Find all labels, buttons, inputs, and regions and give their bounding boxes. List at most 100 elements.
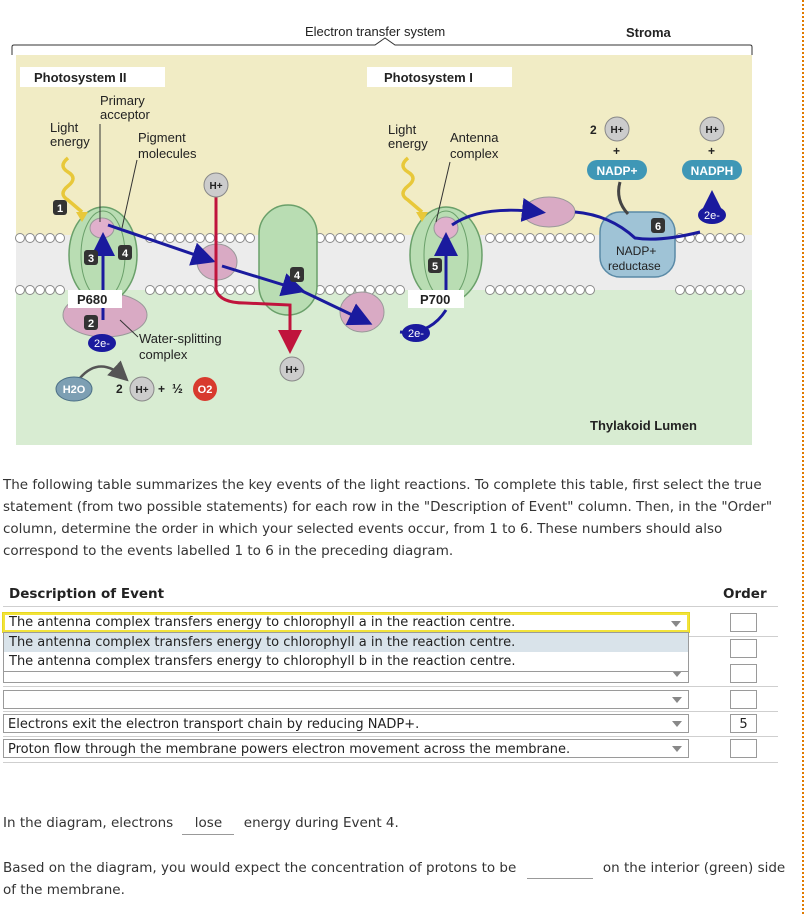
- dropdown-option[interactable]: The antenna complex transfers energy to …: [9, 654, 516, 669]
- chevron-down-icon[interactable]: [671, 621, 681, 627]
- phospholipid-head: [485, 233, 495, 243]
- water-splitting-label-2: complex: [139, 347, 188, 362]
- row-divider: [3, 711, 778, 712]
- photosystem-ii-label: Photosystem II: [34, 70, 126, 85]
- event-select-row-6[interactable]: Proton flow through the membrane powers …: [3, 739, 689, 758]
- phospholipid-head: [175, 285, 185, 295]
- question-text: energy during Event 4.: [243, 815, 399, 831]
- instructions-paragraph: The following table summarizes the key e…: [3, 477, 773, 559]
- phospholipid-head: [575, 233, 585, 243]
- h-plus-lumen: H+: [285, 365, 298, 376]
- phospholipid-head: [335, 233, 345, 243]
- electron-energy-answer[interactable]: lose: [182, 812, 235, 835]
- phospholipid-head: [355, 233, 365, 243]
- antenna-complex-label-1: Antenna: [450, 130, 499, 145]
- phospholipid-head: [515, 285, 525, 295]
- phospholipid-head: [495, 285, 505, 295]
- chevron-down-icon[interactable]: [672, 697, 682, 703]
- phospholipid-head: [245, 285, 255, 295]
- phospholipid-head: [525, 285, 535, 295]
- electron-path-to-fd: [451, 197, 546, 227]
- light-energy-label-right-1: Light: [388, 122, 417, 137]
- nadp-reductase-label-line2: reductase: [608, 259, 661, 273]
- event-select-row-4[interactable]: [3, 690, 689, 709]
- order-input-row-2[interactable]: [730, 639, 757, 658]
- h-plus-water: H+: [135, 385, 148, 396]
- phospholipid-head: [585, 233, 595, 243]
- electron-transfer-label: Electron transfer system: [305, 24, 445, 39]
- phospholipid-head: [235, 233, 245, 243]
- phospholipid-head: [375, 285, 385, 295]
- stroma-label: Stroma: [626, 25, 672, 40]
- phospholipid-head: [555, 233, 565, 243]
- phospholipid-head: [25, 285, 35, 295]
- phospholipid-head: [565, 233, 575, 243]
- lumen-label: Thylakoid Lumen: [590, 418, 697, 433]
- order-input-row-5[interactable]: 5: [730, 714, 757, 733]
- proton-flow-path: [214, 196, 302, 354]
- phospholipid-head: [345, 285, 355, 295]
- electron-transfer-bracket: [11, 37, 753, 55]
- two-h-water-coefficient: 2: [116, 382, 123, 396]
- order-input-row-1[interactable]: [730, 613, 757, 632]
- phospholipid-head: [225, 285, 235, 295]
- event-select-value: Proton flow through the membrane powers …: [8, 742, 571, 757]
- event-number-4b: 4: [294, 270, 301, 282]
- phospholipid-head: [735, 233, 745, 243]
- phospholipid-head: [185, 285, 195, 295]
- event-select-row-5[interactable]: Electrons exit the electron transport ch…: [3, 714, 689, 733]
- p700-label: P700: [420, 292, 450, 307]
- phospholipid-head: [155, 285, 165, 295]
- order-input-row-4[interactable]: [730, 690, 757, 709]
- chevron-down-icon[interactable]: [672, 721, 682, 727]
- description-column-header: Description of Event: [9, 586, 165, 602]
- phospholipid-head: [55, 233, 65, 243]
- two-electron-ps1: 2e-: [408, 328, 424, 340]
- light-energy-label-left-1: Light: [50, 120, 79, 135]
- question-electron-energy: In the diagram, electrons lose energy du…: [3, 812, 399, 835]
- half-coefficient: ½: [172, 381, 183, 396]
- chevron-down-icon[interactable]: [672, 746, 682, 752]
- photosystem-i-label: Photosystem I: [384, 70, 473, 85]
- phospholipid-head: [705, 233, 715, 243]
- p680-label: P680: [77, 292, 107, 307]
- phospholipid-head: [555, 285, 565, 295]
- order-input-row-3[interactable]: [730, 664, 757, 683]
- plus-sign-2: +: [708, 144, 715, 158]
- event-dropdown-list[interactable]: The antenna complex transfers energy to …: [3, 632, 689, 672]
- two-electron-ps2: 2e-: [94, 338, 110, 350]
- question-proton-concentration: Based on the diagram, you would expect t…: [3, 857, 798, 901]
- phospholipid-head: [25, 233, 35, 243]
- event-number-2: 2: [88, 318, 94, 330]
- phospholipid-head: [245, 233, 255, 243]
- phospholipid-head: [45, 233, 55, 243]
- dropdown-option[interactable]: The antenna complex transfers energy to …: [4, 633, 688, 652]
- h-plus-stroma-2: H+: [610, 125, 623, 136]
- phospholipid-head: [695, 285, 705, 295]
- event-select-row-1[interactable]: The antenna complex transfers energy to …: [3, 613, 689, 632]
- row-divider: [3, 762, 778, 763]
- chevron-down-icon[interactable]: [672, 671, 682, 677]
- order-column-header: Order: [723, 586, 767, 602]
- phospholipid-head: [325, 233, 335, 243]
- phospholipid-head: [55, 285, 65, 295]
- phospholipid-head: [575, 285, 585, 295]
- phospholipid-head: [715, 285, 725, 295]
- phospholipid-head: [505, 285, 515, 295]
- phospholipid-head: [525, 233, 535, 243]
- order-input-row-6[interactable]: [730, 739, 757, 758]
- water-molecule-label: H2O: [63, 384, 86, 396]
- event-number-4a: 4: [122, 248, 129, 260]
- light-energy-label-right-2: energy: [388, 136, 428, 151]
- phospholipid-head: [145, 285, 155, 295]
- cytochrome-complex: [258, 204, 318, 316]
- phospholipid-head: [395, 285, 405, 295]
- phospholipid-head: [565, 285, 575, 295]
- event-number-6: 6: [655, 221, 661, 233]
- phospholipid-head: [395, 233, 405, 243]
- light-energy-arrow-right: [401, 156, 424, 214]
- phospholipid-head: [515, 233, 525, 243]
- phospholipid-head: [195, 285, 205, 295]
- phospholipid-head: [695, 233, 705, 243]
- proton-concentration-answer[interactable]: [526, 862, 593, 879]
